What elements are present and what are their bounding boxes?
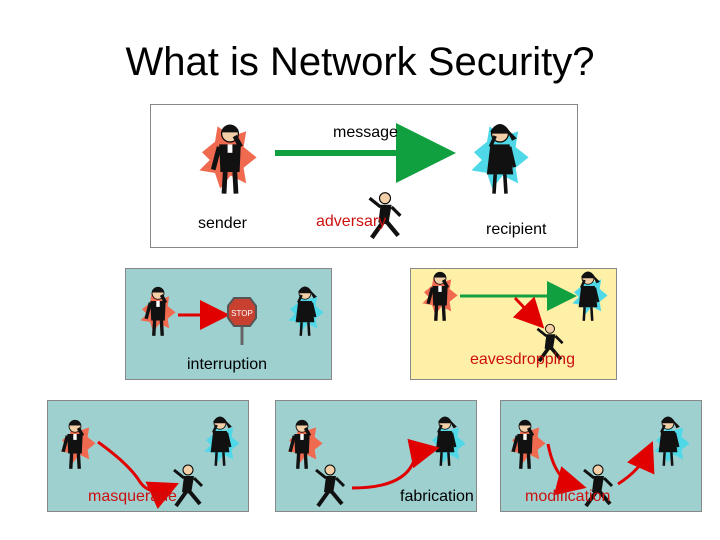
eavesdrop-arrow (512, 296, 545, 329)
modification-arrow-in (546, 443, 587, 496)
stop-sign-icon: STOP (227, 297, 257, 345)
interruption-label: interruption (187, 356, 268, 373)
recipient-label: recipient (486, 221, 547, 238)
masquerade-arrow (97, 440, 179, 510)
recipient-figure (471, 122, 529, 196)
svg-text:STOP: STOP (231, 309, 253, 318)
fabrication-label: fabrication (400, 488, 474, 505)
adversary-label: adversary (316, 213, 387, 230)
sender-figure (199, 125, 257, 194)
masquerade-label: masquerade (88, 488, 177, 505)
sender-label: sender (198, 215, 247, 232)
eavesdropping-label: eavesdropping (470, 351, 575, 368)
fabrication-arrow (351, 438, 440, 490)
modification-arrow-out (617, 441, 655, 486)
message-label: message (333, 124, 398, 141)
slide-title: What is Network Security? (125, 40, 595, 84)
modification-label: modification (525, 488, 611, 505)
